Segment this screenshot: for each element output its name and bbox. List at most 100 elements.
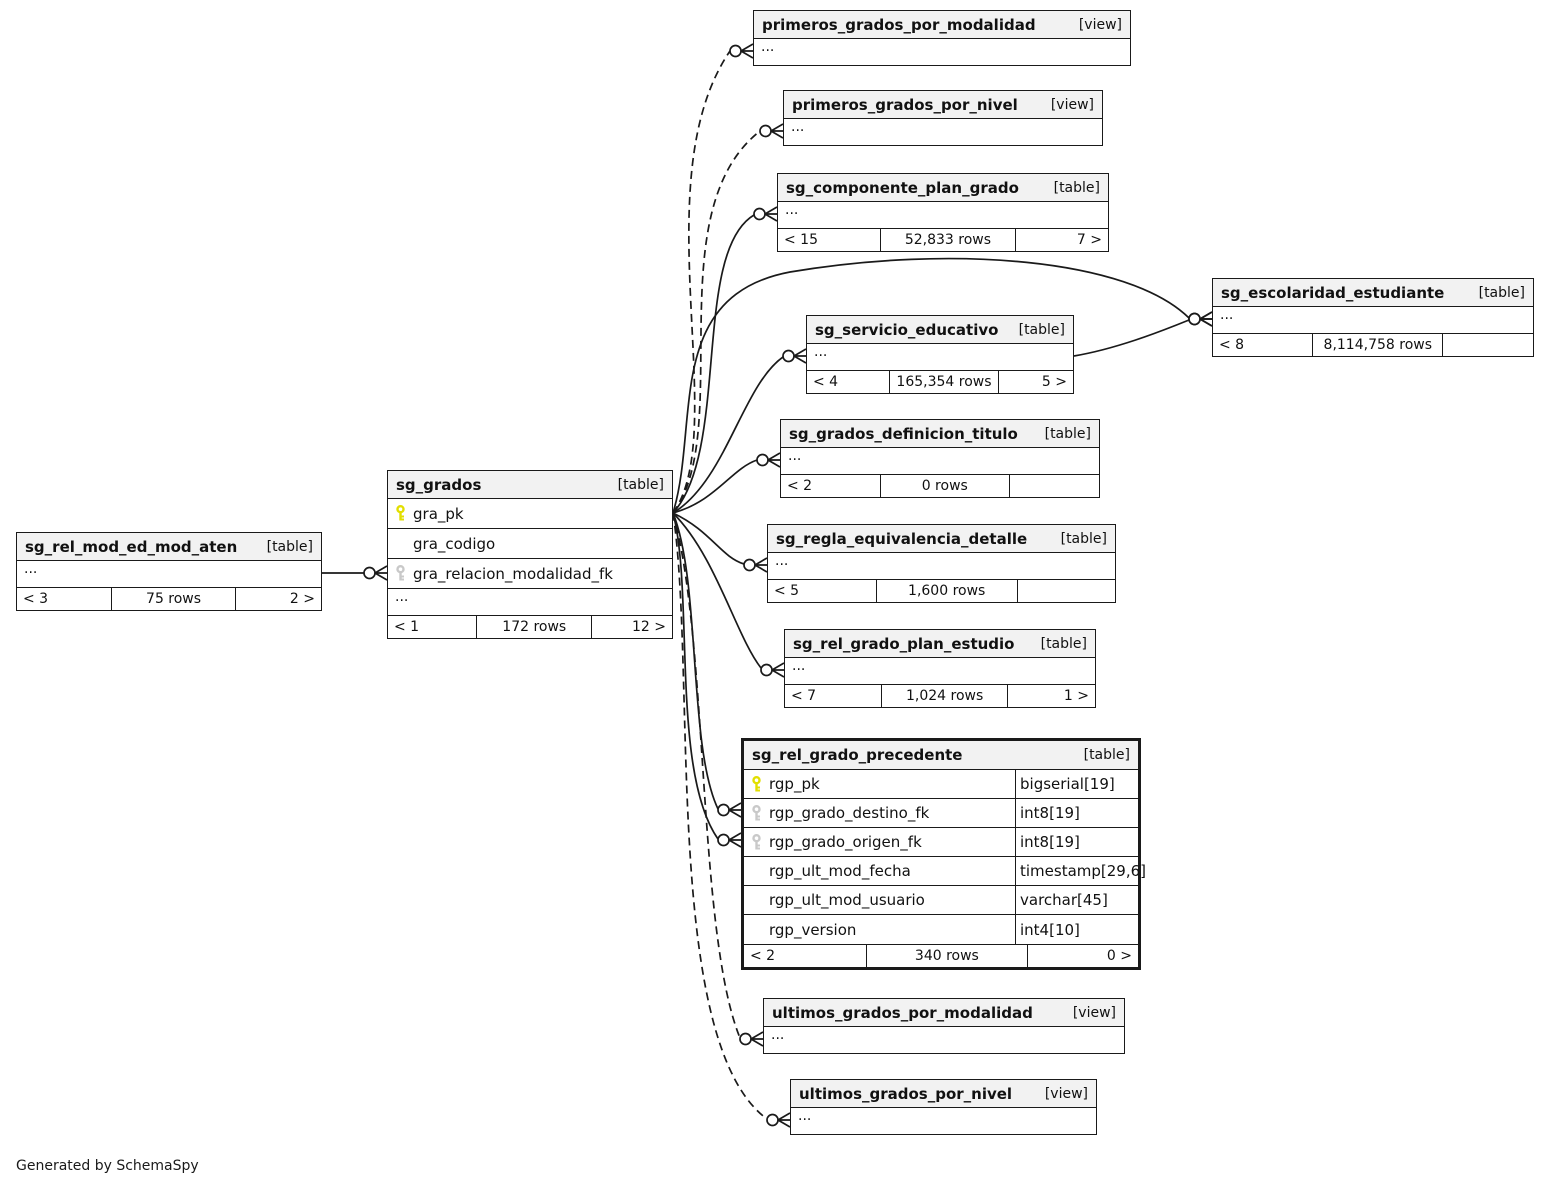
column-row-gra_codigo: gra_codigo xyxy=(388,529,672,559)
entity-kind-tag: [table] xyxy=(617,476,664,493)
column-row-rgp_grado_destino_fk: rgp_grado_destino_fk int8[19] xyxy=(744,799,1138,828)
entity-header[interactable]: sg_componente_plan_grado[table] xyxy=(778,174,1108,202)
primary-key-icon xyxy=(751,775,762,793)
parents-count-cell[interactable]: 1 > xyxy=(1063,688,1089,704)
children-count-cell[interactable]: < 2 xyxy=(750,948,776,964)
children-count-cell[interactable]: < 1 xyxy=(394,619,420,635)
parents-count-cell[interactable]: 5 > xyxy=(1041,374,1067,390)
zero-circle-connector xyxy=(1188,312,1201,326)
column-row-gra_pk: gra_pk xyxy=(388,499,672,529)
children-count-cell[interactable]: < 15 xyxy=(784,232,818,248)
crow-foot-icon xyxy=(777,1112,791,1128)
crow-foot-icon xyxy=(728,832,742,848)
relationship-rel-sg-scpg xyxy=(672,206,778,514)
entity-header[interactable]: sg_regla_equivalencia_detalle [table] xyxy=(768,525,1115,553)
column-datatype: int8[19] xyxy=(1015,799,1138,827)
column-name: rgp_pk xyxy=(769,775,820,793)
crow-foot-icon xyxy=(754,557,768,573)
ellipsis-row: ... xyxy=(785,202,799,218)
entity-header[interactable]: sg_rel_grado_plan_estudio[table] xyxy=(785,630,1095,658)
entity-kind-tag: [table] xyxy=(1044,425,1091,442)
relationship-line xyxy=(1073,319,1190,357)
crow-foot-icon xyxy=(374,565,388,581)
parents-count-cell[interactable] xyxy=(1010,475,1099,497)
entity-name: sg_regla_equivalencia_detalle xyxy=(776,529,1028,548)
zero-circle-connector xyxy=(717,833,730,847)
crow-foot-icon xyxy=(740,43,754,59)
entity-ultimos_grados_por_nivel[interactable]: ultimos_grados_por_nivel[view]... xyxy=(790,1079,1097,1135)
relationship-line xyxy=(672,512,762,669)
crow-foot-icon xyxy=(728,802,742,818)
entity-primeros_grados_por_nivel[interactable]: primeros_grados_por_nivel[view]... xyxy=(783,90,1103,146)
relationship-line xyxy=(672,512,745,565)
ellipsis-row: ... xyxy=(1220,307,1234,323)
parents-count-cell[interactable]: 12 > xyxy=(631,619,666,635)
relationship-rel-sg-ugpn xyxy=(672,512,791,1128)
column-name: rgp_grado_destino_fk xyxy=(769,804,930,822)
children-count-cell[interactable]: < 4 xyxy=(813,374,839,390)
entity-header[interactable]: sg_escolaridad_estudiante[table] xyxy=(1213,279,1533,307)
ellipsis-row: ... xyxy=(761,39,775,55)
entity-sg_grados_definicion_titulo[interactable]: sg_grados_definicion_titulo[table]...< 2… xyxy=(780,419,1100,498)
crow-foot-icon xyxy=(771,662,785,678)
children-count-cell[interactable]: < 3 xyxy=(23,591,49,607)
relationship-line xyxy=(672,257,1190,514)
entity-header[interactable]: sg_grados_definicion_titulo[table] xyxy=(781,420,1099,448)
entity-name: sg_componente_plan_grado xyxy=(786,178,1019,197)
entity-header[interactable]: sg_servicio_educativo [table] xyxy=(807,316,1073,344)
children-count-cell[interactable]: < 2 xyxy=(787,478,813,494)
relationship-line xyxy=(672,214,755,514)
ellipsis-row: ... xyxy=(771,1027,785,1043)
ellipsis-row: ... xyxy=(814,344,828,360)
entity-kind-tag: [table] xyxy=(1040,635,1087,652)
foreign-key-icon xyxy=(751,833,762,851)
column-name: rgp_ult_mod_usuario xyxy=(769,891,925,909)
relationship-line xyxy=(672,512,719,810)
parents-count-cell[interactable] xyxy=(1443,334,1533,356)
entity-primeros_grados_por_modalidad[interactable]: primeros_grados_por_modalidad[view]... xyxy=(753,10,1131,66)
entity-header[interactable]: sg_rel_mod_ed_mod_aten[table] xyxy=(17,533,321,561)
entity-header[interactable]: ultimos_grados_por_nivel[view] xyxy=(791,1080,1096,1108)
parents-count-cell[interactable]: 0 > xyxy=(1106,948,1132,964)
entity-header[interactable]: primeros_grados_por_modalidad[view] xyxy=(754,11,1130,39)
generator-note: Generated by SchemaSpy xyxy=(16,1158,199,1174)
relationship-rel-sg-pgpm xyxy=(672,43,754,514)
entity-kind-tag: [view] xyxy=(1072,1004,1116,1021)
entity-ultimos_grados_por_modalidad[interactable]: ultimos_grados_por_modalidad[view]... xyxy=(763,998,1125,1054)
entity-name: sg_servicio_educativo xyxy=(815,320,999,339)
entity-kind-tag: [table] xyxy=(1478,284,1525,301)
zero-circle-connector xyxy=(729,44,742,58)
entity-header[interactable]: sg_grados[table] xyxy=(388,471,672,499)
foreign-key-icon xyxy=(751,804,762,822)
entity-header[interactable]: sg_rel_grado_precedente[table] xyxy=(744,741,1138,770)
entity-kind-tag: [table] xyxy=(1018,321,1065,338)
entity-name: sg_rel_mod_ed_mod_aten xyxy=(25,537,238,556)
entity-kind-tag: [table] xyxy=(1060,530,1107,547)
children-count-cell[interactable]: < 7 xyxy=(791,688,817,704)
relationship-rel-sse-see xyxy=(1073,311,1213,357)
zero-circle-connector xyxy=(782,349,795,363)
entity-header[interactable]: primeros_grados_por_nivel[view] xyxy=(784,91,1102,119)
parents-count-cell[interactable]: 7 > xyxy=(1076,232,1102,248)
entity-header[interactable]: ultimos_grados_por_modalidad[view] xyxy=(764,999,1124,1027)
entity-sg_regla_equivalencia_detalle[interactable]: sg_regla_equivalencia_detalle[table]...<… xyxy=(767,524,1116,603)
children-count-cell[interactable]: < 5 xyxy=(774,583,800,599)
column-datatype: int8[19] xyxy=(1015,828,1138,856)
parents-count-cell[interactable]: 2 > xyxy=(289,591,315,607)
parents-count-cell[interactable] xyxy=(1018,580,1115,602)
children-count-cell[interactable]: < 8 xyxy=(1219,337,1245,353)
relationship-rel-sg-srgpe xyxy=(672,512,785,678)
